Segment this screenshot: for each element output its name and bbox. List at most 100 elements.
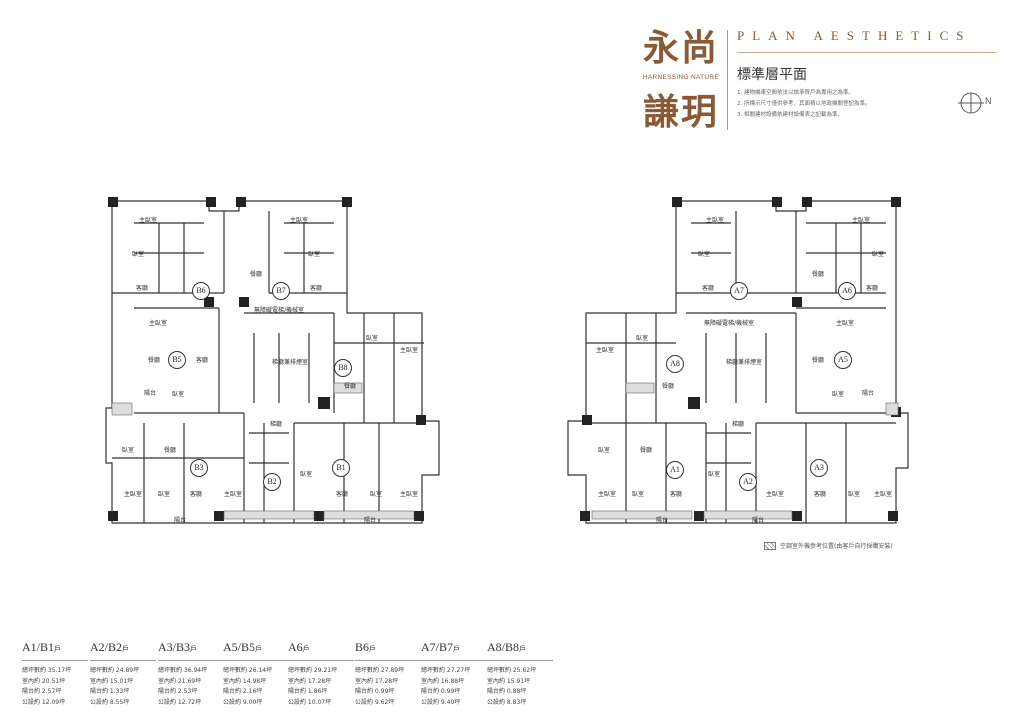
unit-tag-a3: A3	[810, 459, 828, 477]
stat-row: 公設約 10.07坪	[288, 698, 332, 706]
stat-row: 總坪數約 29.21坪	[288, 667, 338, 674]
note-item: 2. 所標示尺寸僅供參考，其面積以地政機關登記為準。	[737, 101, 871, 107]
room-label: 客廳	[814, 491, 827, 498]
room-label: 主臥室	[836, 320, 855, 327]
stat-row: 陽台約 2.53坪	[158, 688, 198, 695]
stat-row: 總坪數約 35.17坪	[22, 667, 72, 674]
logo-bottom-text: 謙玥	[642, 91, 719, 133]
room-label: 臥室	[308, 251, 321, 258]
stat-row: 陽台約 0.88坪	[487, 688, 527, 695]
room-label: 餐廳	[148, 357, 161, 364]
stat-divider	[22, 660, 88, 661]
logo-subtitle: HARNESSING NATURE	[642, 74, 720, 81]
stat-title: B6戶	[355, 640, 377, 654]
room-label: 餐廳	[164, 447, 177, 454]
stat-row: 總坪數約 26.14坪	[223, 667, 273, 674]
room-label: 主臥室	[874, 491, 893, 498]
room-label: 餐廳	[812, 357, 825, 364]
note-item: 3. 相關建材設備依建材設備表之記載為準。	[737, 112, 843, 118]
room-label: 主臥室	[596, 347, 615, 354]
stat-row: 公設約 8.55坪	[90, 698, 130, 706]
stat-row: 公設約 12.72坪	[158, 698, 202, 706]
room-label: 主臥室	[400, 491, 419, 498]
room-label: 陽台	[752, 517, 765, 524]
stat-column: A1/B1戶 總坪數約 35.17坪 室內約 20.51坪 陽台約 2.57坪 …	[22, 640, 88, 707]
room-label: 餐廳	[344, 383, 357, 390]
stat-row: 室內約 15.01坪	[90, 677, 134, 685]
stat-title: A2/B2戶	[90, 640, 130, 654]
unit-tag-b1: B1	[332, 459, 350, 477]
stat-column: B6戶 總坪數約 27.89坪 室內約 17.28坪 陽台約 0.99坪 公設約…	[355, 640, 421, 707]
unit-tag-b8: B8	[334, 359, 352, 377]
stat-row: 室內約 15.91坪	[487, 677, 531, 685]
stat-title: A3/B3戶	[158, 640, 198, 654]
room-label: 無障礙電梯/機械室	[254, 307, 305, 314]
room-label: 客廳	[702, 285, 715, 292]
room-label: 主臥室	[139, 217, 158, 224]
stat-column: A7/B7戶 總坪數約 27.27坪 室內約 16.88坪 陽台約 0.99坪 …	[421, 640, 487, 707]
room-label: 陽台	[174, 517, 187, 524]
stat-row: 公設約 9.62坪	[355, 698, 395, 706]
stat-row: 陽台約 0.99坪	[421, 688, 461, 695]
floor-plan-right: A7 A6 A8 A5 A1 A2 A3 主臥室 主臥室 臥室 臥室 客廳 客廳…	[566, 193, 916, 532]
room-label: 主臥室	[290, 217, 309, 224]
unit-tag-b7: B7	[272, 282, 290, 300]
unit-tag-b3: B3	[190, 459, 208, 477]
room-label: 臥室	[848, 491, 861, 498]
stat-row: 室內約 16.88坪	[421, 677, 465, 685]
room-label: 餐廳	[250, 271, 263, 278]
stat-divider	[223, 660, 289, 661]
stat-divider	[487, 660, 553, 661]
stat-row: 陽台約 1.33坪	[90, 688, 130, 695]
unit-tag-a7: A7	[730, 282, 748, 300]
room-label: 臥室	[598, 447, 611, 454]
area-stats: A1/B1戶 總坪數約 35.17坪 室內約 20.51坪 陽台約 2.57坪 …	[22, 640, 1022, 720]
room-label: 主臥室	[706, 217, 725, 224]
stat-title: A7/B7戶	[421, 640, 461, 654]
legend: 空調室外機參考位置(由客戶自行採購安裝)	[764, 541, 893, 550]
stat-row: 總坪數約 24.89坪	[90, 667, 140, 674]
stat-title: A1/B1戶	[22, 640, 62, 654]
room-label: 臥室	[636, 335, 649, 342]
room-label: 客廳	[190, 491, 203, 498]
room-label: 臥室	[172, 391, 185, 398]
room-label: 陽台	[364, 517, 377, 524]
header-divider	[727, 30, 728, 130]
room-label: 主臥室	[766, 491, 785, 498]
stat-row: 室內約 21.69坪	[158, 677, 202, 685]
room-label: 梯廳	[732, 421, 745, 428]
floor-plan-drawing	[567, 197, 909, 524]
stat-row: 公設約 8.83坪	[487, 698, 527, 706]
stat-column: A2/B2戶 總坪數約 24.89坪 室內約 15.01坪 陽台約 1.33坪 …	[90, 640, 156, 707]
stat-row: 總坪數約 27.89坪	[355, 667, 405, 674]
stat-row: 陽台約 2.16坪	[223, 688, 263, 695]
room-label: 陽台	[862, 390, 875, 397]
notes-list: 1. 建物機車空間依法以該承買戶為專用之為準。 2. 所標示尺寸僅供參考，其面積…	[737, 88, 871, 121]
stat-column: A6戶 總坪數約 29.21坪 室內約 17.28坪 陽台約 1.86坪 公設約…	[288, 640, 354, 707]
room-label: 主臥室	[224, 491, 243, 498]
stat-divider	[158, 660, 224, 661]
room-label: 主臥室	[852, 217, 871, 224]
room-label: 臥室	[872, 251, 885, 258]
brand-underline	[737, 52, 997, 53]
room-label: 臥室	[632, 491, 645, 498]
room-label: 主臥室	[124, 491, 143, 498]
room-label: 陽台	[656, 517, 669, 524]
room-label: 臥室	[370, 491, 383, 498]
stat-title: A6戶	[288, 640, 310, 654]
room-label: 梯廳兼排煙室	[272, 359, 309, 366]
stat-title: A5/B5戶	[223, 640, 263, 654]
ac-unit-swatch-icon	[764, 541, 776, 550]
room-label: 主臥室	[149, 320, 168, 327]
stat-title: A8/B8戶	[487, 640, 527, 654]
stat-row: 總坪數約 25.62坪	[487, 667, 537, 674]
room-label: 臥室	[300, 471, 313, 478]
unit-tag-a1: A1	[666, 461, 684, 479]
room-label: 餐廳	[640, 447, 653, 454]
room-label: 客廳	[336, 491, 349, 498]
room-label: 主臥室	[598, 491, 617, 498]
room-label: 臥室	[158, 491, 171, 498]
stat-row: 室內約 20.51坪	[22, 677, 66, 685]
stat-column: A8/B8戶 總坪數約 25.62坪 室內約 15.91坪 陽台約 0.88坪 …	[487, 640, 553, 707]
room-label: 臥室	[832, 391, 845, 398]
